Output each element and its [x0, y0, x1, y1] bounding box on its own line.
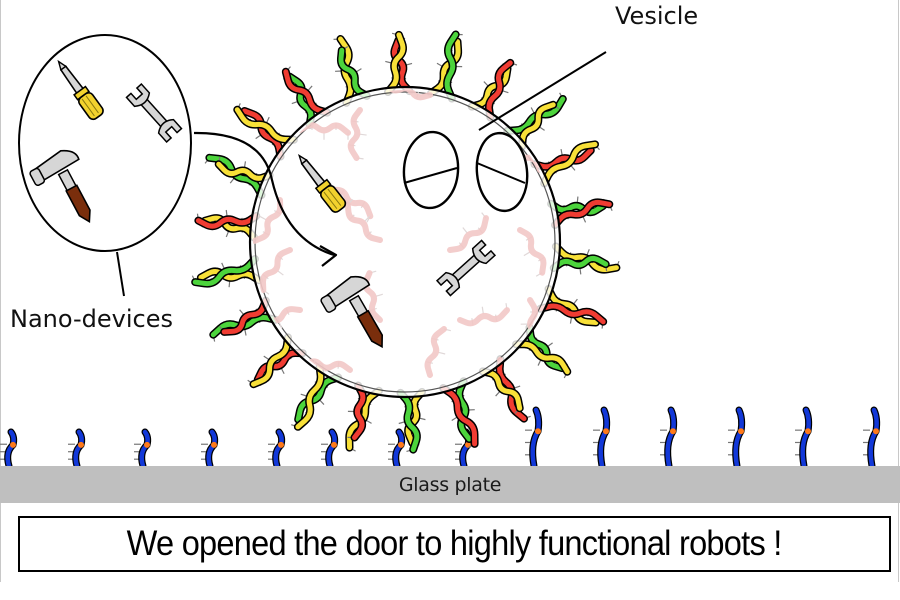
anchor-dot — [331, 441, 337, 448]
anchor-dot — [78, 441, 84, 448]
inner-lipid-strand — [447, 212, 489, 253]
surface-anchor — [201, 428, 219, 470]
strand-hair — [523, 251, 531, 257]
inner-lipid-strand — [517, 227, 547, 277]
anchor-dot — [278, 441, 284, 448]
glass-plate: Glass plate — [0, 466, 900, 503]
strand-hair — [462, 227, 468, 234]
anchor-dot — [10, 441, 16, 448]
anchor-dot — [873, 428, 879, 435]
strand-hair — [508, 364, 512, 372]
strand-hair — [256, 331, 261, 339]
surface-anchor — [795, 406, 813, 470]
strand-hair — [359, 133, 367, 136]
headline-text: We opened the door to highly functional … — [127, 524, 783, 563]
inner-lipid-strand — [344, 198, 383, 243]
anchor-dot — [805, 428, 811, 435]
wrench-icon — [125, 82, 183, 144]
lipid-strand — [191, 255, 259, 288]
strand-hair — [375, 293, 383, 297]
surface-anchor — [388, 428, 406, 470]
strand-hair — [504, 98, 512, 103]
vesicle-outer-membrane — [248, 85, 562, 399]
headline-banner: We opened the door to highly functional … — [18, 516, 891, 572]
surface-anchor — [525, 406, 543, 470]
vesicle-label: Vesicle — [615, 2, 699, 30]
strand-hair — [259, 215, 267, 221]
inner-lipid-strand — [260, 247, 293, 295]
strand-hair — [514, 77, 520, 80]
surface-anchor-layer — [0, 406, 881, 470]
screwdriver-icon — [57, 59, 104, 121]
surface-anchor — [660, 406, 678, 470]
strand-hair — [278, 321, 283, 329]
anchor-dot — [398, 441, 404, 448]
strand-hair — [522, 359, 527, 367]
strand-hair — [438, 351, 446, 355]
strand-hair — [277, 270, 284, 276]
strand-hair — [384, 73, 386, 80]
vesicle-leader-line — [478, 51, 607, 131]
surface-anchor — [134, 428, 152, 470]
surface-anchor — [268, 428, 286, 470]
nano-devices-label: Nano-devices — [10, 305, 173, 333]
screwdriver-icon — [297, 154, 347, 213]
glass-plate-label: Glass plate — [398, 473, 502, 496]
strand-hair — [364, 215, 371, 222]
hammer-icon — [320, 275, 383, 349]
eye-icon — [402, 130, 460, 210]
strand-hair — [300, 367, 303, 375]
inner-lipid-strand — [381, 73, 433, 101]
wrench-icon — [435, 239, 497, 297]
surface-anchor — [0, 428, 18, 470]
eye-icon — [475, 131, 529, 213]
surface-anchor — [593, 406, 611, 470]
anchor-dot — [144, 441, 150, 448]
strand-hair — [530, 372, 535, 380]
strand-hair — [481, 306, 484, 314]
transfer-arrow — [193, 131, 338, 267]
nano-device-pool-outline — [18, 34, 192, 252]
hammer-icon — [29, 149, 91, 224]
lipid-strand — [336, 46, 371, 100]
anchor-dot — [670, 428, 676, 435]
strand-hair — [545, 367, 549, 375]
anchor-dot — [738, 428, 744, 435]
anchor-dot — [535, 428, 541, 435]
inner-lipid-strand — [497, 357, 549, 381]
frame-left-border — [0, 0, 1, 582]
nano-devices-leader-line — [116, 251, 125, 297]
inner-lipid-strand — [424, 326, 451, 378]
surface-anchor — [321, 428, 339, 470]
vesicle-face — [402, 130, 529, 213]
surface-anchor — [728, 406, 746, 470]
surface-anchor — [68, 428, 86, 470]
nano-device-pool — [18, 34, 192, 297]
frame-right-border — [898, 0, 899, 582]
inner-lipid-strand — [457, 303, 510, 327]
surface-anchor — [863, 406, 881, 470]
inner-lipid-strand — [347, 107, 367, 161]
anchor-dot — [603, 428, 609, 435]
anchor-dot — [211, 441, 217, 448]
arrow-head-icon — [319, 245, 338, 267]
